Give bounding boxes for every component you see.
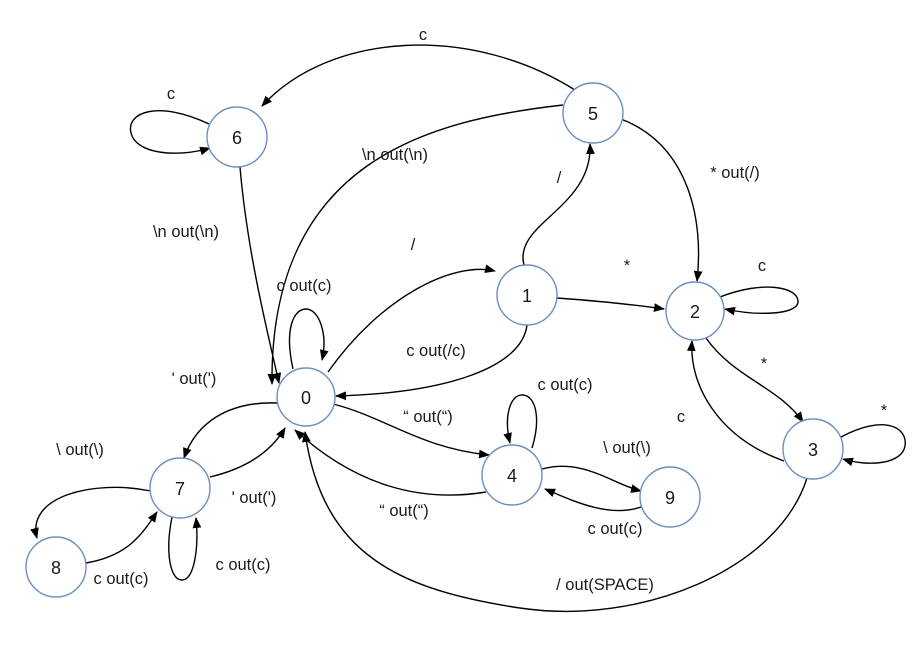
state-node-8: 8 bbox=[25, 536, 87, 598]
state-circle-0 bbox=[276, 367, 336, 427]
state-node-3: 3 bbox=[782, 418, 844, 480]
transition-edge-9-to-4 bbox=[544, 488, 642, 512]
state-circle-7 bbox=[149, 457, 211, 519]
transition-edge-8-to-7 bbox=[85, 511, 158, 564]
transition-label-6-to-6: c bbox=[167, 85, 175, 103]
state-circle-5 bbox=[562, 82, 624, 144]
transition-label-0-to-4: “ out(“) bbox=[403, 408, 453, 426]
state-label-7: 7 bbox=[175, 479, 185, 499]
state-node-5: 5 bbox=[562, 82, 624, 144]
state-label-9: 9 bbox=[665, 488, 675, 508]
state-circle-6 bbox=[206, 106, 268, 168]
transition-label-8-to-7: c out(c) bbox=[93, 570, 148, 588]
transition-edge-5-to-0 bbox=[267, 104, 564, 385]
transition-label-0-to-0: c out(c) bbox=[276, 277, 331, 295]
transition-label-5-to-6: c bbox=[419, 26, 427, 44]
transition-edge-1-to-5 bbox=[522, 143, 595, 266]
state-node-6: 6 bbox=[206, 106, 268, 168]
transition-label-0-to-7: ' out(') bbox=[172, 370, 217, 388]
transition-label-7-to-7: c out(c) bbox=[215, 556, 270, 574]
state-circle-9 bbox=[639, 466, 701, 528]
transition-edge-3-to-2 bbox=[686, 340, 785, 462]
state-label-2: 2 bbox=[690, 302, 700, 322]
state-label-5: 5 bbox=[588, 104, 598, 124]
transition-label-7-to-0: ' out(') bbox=[232, 489, 277, 507]
transition-edge-6-to-0 bbox=[239, 166, 282, 384]
transition-label-1-to-2: * bbox=[624, 257, 631, 275]
state-circle-8 bbox=[25, 536, 87, 598]
transition-label-1-to-5: / bbox=[557, 169, 562, 187]
state-label-3: 3 bbox=[808, 440, 818, 460]
state-label-8: 8 bbox=[51, 558, 61, 578]
state-node-4: 4 bbox=[481, 444, 543, 506]
transition-edge-7-to-0 bbox=[209, 427, 286, 478]
state-circle-4 bbox=[481, 444, 543, 506]
transition-edge-1-to-2 bbox=[556, 297, 665, 312]
transition-label-1-to-0: c out(/c) bbox=[406, 342, 466, 360]
state-node-7: 7 bbox=[149, 457, 211, 519]
transition-label-6-to-0: \n out(\n) bbox=[153, 223, 219, 241]
nodes-layer: 0 1 2 3 4 5 6 7 8 9 bbox=[25, 82, 844, 598]
transition-label-4-to-9: \ out(\) bbox=[603, 439, 651, 457]
state-node-2: 2 bbox=[665, 281, 725, 341]
transition-label-0-to-1: / bbox=[411, 236, 416, 254]
transition-label-4-to-0: “ out(“) bbox=[379, 502, 429, 520]
transition-label-7-to-8: \ out(\) bbox=[56, 441, 104, 459]
transition-label-4-to-4: c out(c) bbox=[537, 376, 592, 394]
transition-label-5-to-0: \n out(\n) bbox=[362, 146, 428, 164]
transition-label-9-to-4: c out(c) bbox=[587, 520, 642, 538]
state-circle-2 bbox=[665, 281, 725, 341]
transition-label-5-to-2: * out(/) bbox=[710, 164, 760, 182]
transition-edge-0-to-1 bbox=[327, 264, 496, 373]
transition-edge-4-to-9 bbox=[541, 465, 642, 493]
transition-edge-7-to-8 bbox=[30, 486, 152, 539]
state-circle-1 bbox=[496, 264, 558, 326]
transition-edge-7-to-7 bbox=[168, 516, 202, 581]
transition-edge-5-to-6 bbox=[261, 44, 576, 107]
transition-edge-2-to-2 bbox=[719, 286, 799, 316]
transition-edge-6-to-6 bbox=[129, 110, 211, 156]
labels-layer: c c \n out(\n) \n out(\n) / * out(/) / c out(c)… bbox=[56, 26, 888, 594]
state-label-6: 6 bbox=[232, 128, 242, 148]
edges-layer bbox=[30, 44, 906, 612]
transition-label-2-to-2: c bbox=[758, 257, 766, 275]
transition-label-3-to-3: * bbox=[881, 402, 888, 420]
state-node-0: 0 bbox=[276, 367, 336, 427]
transition-edge-0-to-7 bbox=[183, 402, 279, 459]
transition-edge-2-to-3 bbox=[705, 337, 804, 423]
state-node-9: 9 bbox=[639, 466, 701, 528]
state-node-1: 1 bbox=[496, 264, 558, 326]
transition-edge-4-to-0 bbox=[294, 429, 487, 496]
transition-label-2-to-3: * bbox=[761, 355, 768, 373]
transition-label-3-to-0: / out(SPACE) bbox=[556, 576, 654, 594]
transition-edge-0-to-0 bbox=[288, 308, 329, 370]
transition-edge-4-to-4 bbox=[503, 394, 538, 449]
state-label-4: 4 bbox=[507, 466, 517, 486]
transition-edge-3-to-0 bbox=[302, 431, 808, 612]
transition-edge-5-to-2 bbox=[620, 118, 703, 282]
transition-edge-0-to-4 bbox=[332, 403, 490, 459]
state-label-1: 1 bbox=[522, 286, 532, 306]
transition-label-3-to-2: c bbox=[677, 408, 685, 426]
state-label-0: 0 bbox=[301, 388, 311, 408]
state-circle-3 bbox=[782, 418, 844, 480]
transition-edge-1-to-0 bbox=[335, 324, 528, 401]
transition-edge-3-to-3 bbox=[840, 424, 906, 467]
